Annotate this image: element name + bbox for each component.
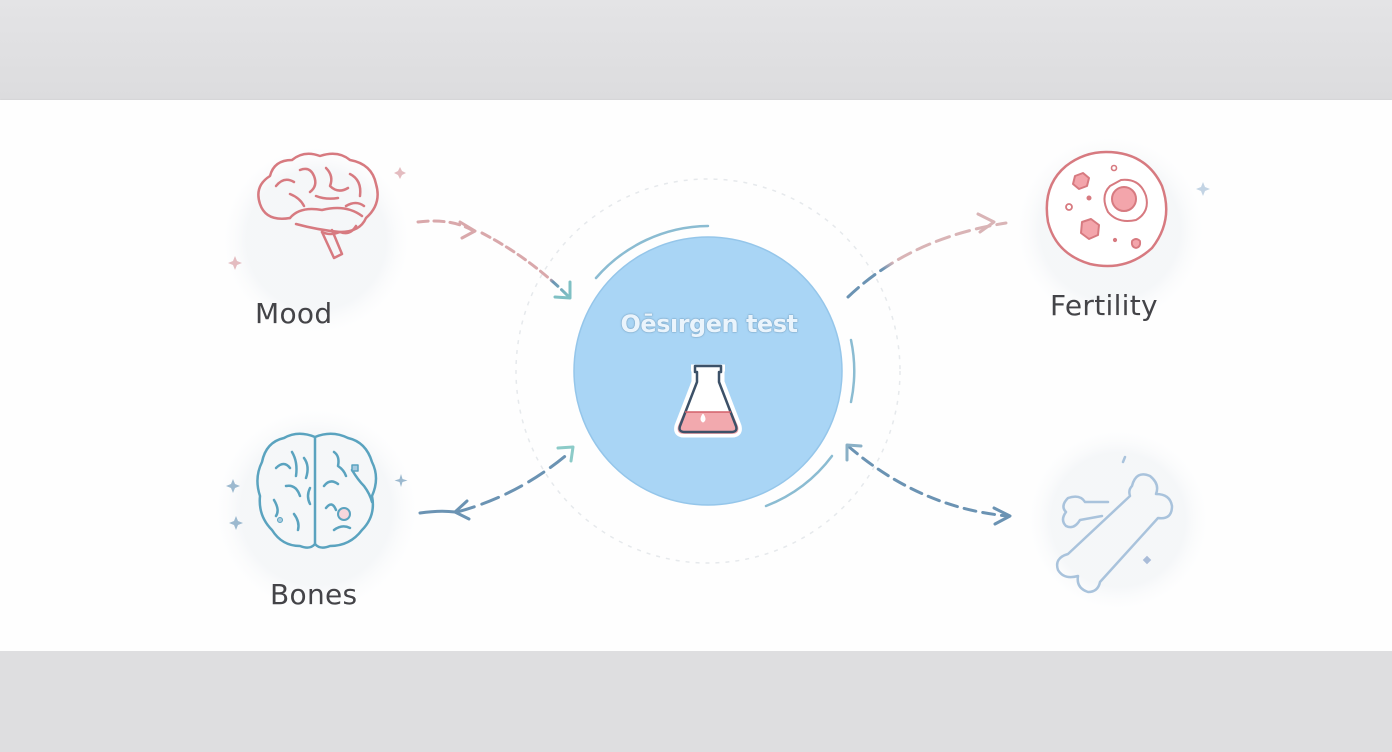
arrow-mood-to-center <box>416 219 572 300</box>
top-band <box>0 0 1392 100</box>
bone-icon <box>1055 455 1174 594</box>
sparkle-icons-blue <box>226 474 408 530</box>
orbit-arc-right <box>849 338 856 404</box>
node-label-fertility: Fertility <box>1050 289 1158 322</box>
sparkle-icons <box>228 167 406 270</box>
sparkle-diamond-icon <box>1142 555 1152 565</box>
orbit-arc-top <box>594 224 710 280</box>
outer-ring <box>515 178 901 564</box>
node-label-mood: Mood <box>255 297 333 330</box>
orbit-arc-bottom <box>764 454 834 508</box>
brain-side-icon <box>257 152 379 260</box>
center-title: Oēsırgen test <box>620 310 798 338</box>
arrow-center-to-fertility <box>846 212 1008 299</box>
brain-top-icon <box>256 432 378 549</box>
arrow-center-bone <box>845 443 1012 526</box>
cell-icon <box>1045 150 1168 268</box>
bottom-band <box>0 651 1392 752</box>
arrow-center-bones <box>418 445 575 521</box>
node-label-bones: Bones <box>270 578 358 611</box>
sparkle-icon <box>1196 182 1210 196</box>
flask-icon <box>674 364 742 438</box>
